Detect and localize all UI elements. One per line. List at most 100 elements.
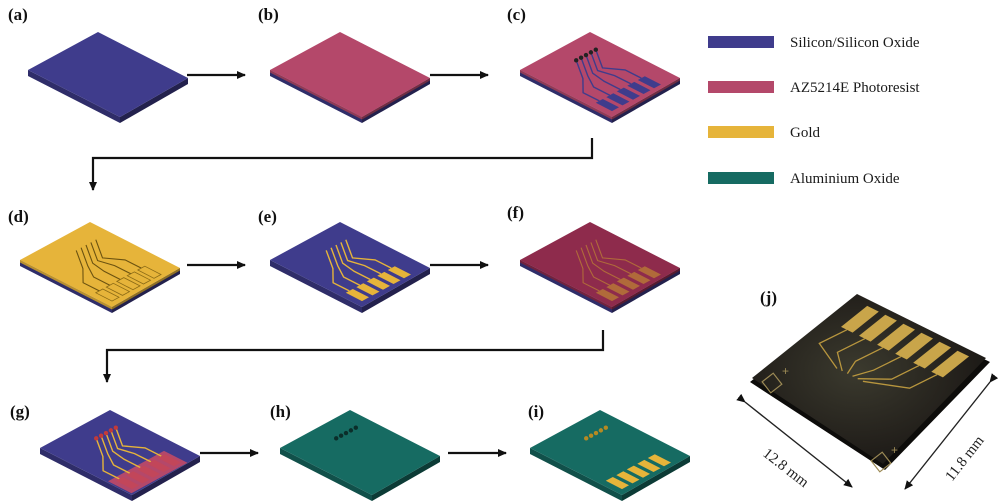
wafer-c-trace-4 bbox=[580, 57, 611, 96]
dimension-arrow-width bbox=[736, 393, 853, 488]
wafer-a bbox=[28, 32, 188, 123]
wafer-d-pad-outline-1 bbox=[136, 265, 162, 279]
wafer-d-pad-outline-4 bbox=[105, 282, 131, 296]
chip-photo-trace-5 bbox=[857, 365, 920, 380]
chip-photo-pads bbox=[818, 305, 970, 389]
wafer-i-pad-1 bbox=[647, 454, 671, 467]
wafer-d-trace-1 bbox=[95, 239, 142, 269]
wafer-g-pad-3 bbox=[136, 465, 160, 478]
wafer-i-pad-4 bbox=[616, 471, 640, 484]
wafer-h-side-left bbox=[280, 448, 372, 501]
wafer-f-pad-3 bbox=[616, 277, 640, 290]
wafer-f-layer-left bbox=[520, 260, 612, 310]
wafer-a-top bbox=[28, 32, 188, 117]
wafer-i-dot-1 bbox=[603, 425, 608, 430]
wafer-e-top bbox=[270, 222, 430, 307]
alignment-mark-right bbox=[870, 451, 892, 473]
legend-swatch-gold bbox=[708, 126, 774, 138]
wafer-d-pad-outline-2 bbox=[126, 271, 152, 285]
chip-photo-pad-5 bbox=[913, 341, 952, 369]
wafer-c-layer-right bbox=[612, 78, 680, 120]
chip-photo-trace-4 bbox=[852, 356, 902, 377]
wafer-e-side-left bbox=[270, 260, 362, 313]
wafer-i-dot-2 bbox=[598, 428, 604, 433]
wafer-g-dot-1 bbox=[113, 425, 119, 430]
wafer-c-pad-4 bbox=[606, 93, 630, 106]
chip-photo-pad-4 bbox=[895, 332, 933, 360]
legend-label-gold: Gold bbox=[790, 125, 821, 141]
dimension-label-height: 11.8 mm bbox=[943, 433, 988, 485]
legend-swatch-silicon bbox=[708, 36, 774, 48]
wafer-g-dot-2 bbox=[108, 428, 114, 433]
wafer-e-pad-3 bbox=[366, 277, 390, 290]
wafer-h bbox=[280, 410, 440, 501]
wafer-g-trace-1 bbox=[115, 427, 162, 457]
wafer-f-trace-2 bbox=[590, 242, 632, 275]
panel-label-a: (a) bbox=[8, 5, 28, 24]
dimension-arrow-height bbox=[904, 373, 998, 490]
wafer-e-trace-2 bbox=[340, 242, 382, 275]
wafer-g-dot-4 bbox=[98, 433, 104, 438]
wafer-i-pad-2 bbox=[637, 459, 661, 472]
wafer-g-pad-1 bbox=[157, 454, 181, 467]
wafer-a-side-left bbox=[28, 70, 120, 123]
wafer-g-trace-5 bbox=[95, 438, 120, 480]
wafer-g-dot-3 bbox=[103, 430, 109, 436]
chip-photo-trace-3 bbox=[846, 347, 884, 374]
legend-label-photoresist: AZ5214E Photoresist bbox=[790, 80, 920, 96]
wafer-i-dot-4 bbox=[588, 433, 594, 438]
chip-photo-pad-3 bbox=[877, 323, 915, 351]
wafer-c-trace-5 bbox=[575, 60, 600, 102]
wafer-f bbox=[520, 222, 680, 313]
wafer-g-pad-4 bbox=[126, 471, 150, 484]
wafer-i-dot-5 bbox=[584, 436, 589, 441]
wafer-i-dot-3 bbox=[593, 430, 599, 436]
wafer-h-dot-4 bbox=[338, 433, 344, 438]
wafer-e bbox=[270, 222, 430, 313]
wafer-e-side-right bbox=[362, 268, 430, 313]
wafer-f-pad-4 bbox=[606, 283, 630, 296]
wafer-e-trace-3 bbox=[335, 244, 371, 281]
chip-photo-pad-2 bbox=[859, 314, 897, 342]
wafer-g-pad-2 bbox=[147, 459, 171, 472]
chip-photo-pad-6 bbox=[931, 350, 970, 378]
wafer-b-layer-left bbox=[270, 70, 362, 120]
wafer-f-pad-2 bbox=[627, 271, 651, 284]
chip-photo: + + 12.8 mm 11.8 mm bbox=[736, 294, 998, 491]
panel-label-g: (g) bbox=[10, 402, 30, 421]
wafer-i-pad-3 bbox=[626, 465, 650, 478]
panel-label-i: (i) bbox=[528, 402, 544, 421]
wafer-h-dot-1 bbox=[353, 425, 358, 430]
wafer-d-layer-right bbox=[112, 268, 180, 310]
panel-label-c: (c) bbox=[507, 5, 526, 24]
alignment-cross-right: + bbox=[891, 443, 898, 457]
wafer-g-trace-2 bbox=[110, 430, 152, 463]
wafer-g-trace-3 bbox=[105, 432, 141, 469]
wafer-c-layer-left bbox=[520, 70, 612, 120]
wafer-g bbox=[40, 410, 200, 501]
wafer-f-trace-1 bbox=[595, 239, 642, 269]
wafer-b bbox=[270, 32, 430, 123]
wafer-c-pad-1 bbox=[637, 76, 661, 89]
wafer-i-pad-5 bbox=[605, 477, 629, 490]
legend-label-alumina: Aluminium Oxide bbox=[790, 171, 900, 187]
wafer-d-trace-3 bbox=[85, 244, 121, 280]
wafer-c-dot-1 bbox=[593, 47, 598, 52]
wafer-a-side-right bbox=[120, 78, 188, 123]
wafer-g-side-right bbox=[132, 456, 200, 501]
wafer-d bbox=[20, 222, 180, 313]
wafer-c-pad-2 bbox=[627, 81, 651, 94]
alignment-mark-left bbox=[761, 372, 783, 394]
wafer-d-trace-5 bbox=[75, 250, 100, 292]
wafer-e-pad-2 bbox=[377, 271, 401, 284]
wafer-c-trace-2 bbox=[590, 52, 632, 85]
panel-label-d: (d) bbox=[8, 207, 29, 226]
wafer-c-dot-3 bbox=[583, 52, 589, 58]
wafer-c-dot-5 bbox=[574, 58, 579, 63]
chip-photo-pad-1 bbox=[841, 305, 879, 333]
wafer-d-trace-2 bbox=[90, 242, 132, 275]
wafer-c-dot-2 bbox=[588, 50, 594, 55]
alignment-cross-left: + bbox=[782, 364, 789, 378]
wafer-f-trace-3 bbox=[585, 244, 621, 280]
